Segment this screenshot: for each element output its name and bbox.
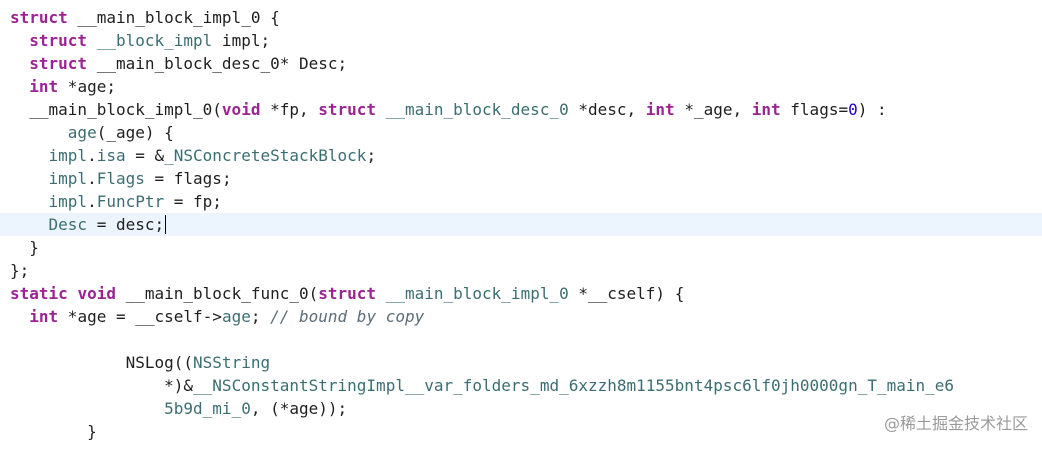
code-token: int	[645, 100, 675, 119]
code-token: Flags	[96, 169, 145, 188]
code-token	[10, 169, 49, 188]
code-token: int	[29, 307, 59, 326]
code-line[interactable]: static void __main_block_func_0(struct _…	[0, 282, 1042, 305]
code-line[interactable]: age(_age) {	[0, 121, 1042, 144]
code-line[interactable]: Desc = desc;	[0, 213, 1042, 236]
code-token: __main_block_desc_0* Desc;	[87, 54, 348, 73]
code-line[interactable]: }	[0, 420, 1042, 443]
code-token: }	[10, 422, 97, 441]
code-token: __main_block_impl_0 {	[67, 8, 280, 27]
code-line[interactable]: int *age;	[0, 75, 1042, 98]
code-token: *desc,	[568, 100, 646, 119]
code-token: .	[87, 169, 97, 188]
code-token: , (*age));	[250, 399, 348, 418]
code-token: *)&	[10, 376, 194, 395]
code-line[interactable]: *)&__NSConstantStringImpl__var_folders_m…	[0, 374, 1042, 397]
code-token: 5b9d_mi_0	[164, 399, 251, 418]
code-token: __main_block_impl_0	[385, 284, 569, 303]
code-token: isa	[96, 146, 126, 165]
code-token: struct	[318, 100, 377, 119]
code-token	[10, 399, 164, 418]
code-token: = fp;	[164, 192, 222, 211]
code-token: .	[87, 192, 97, 211]
code-token: struct	[318, 284, 377, 303]
code-token	[10, 77, 29, 96]
code-token: struct	[29, 54, 88, 73]
code-line[interactable]: NSLog((NSString	[0, 351, 1042, 374]
code-token: age	[67, 123, 97, 142]
code-token: *fp,	[260, 100, 319, 119]
text-cursor	[165, 215, 167, 234]
code-token: void	[221, 100, 261, 119]
code-token: impl	[48, 192, 88, 211]
code-token: __NSConstantStringImpl__var_folders_md_6…	[193, 376, 955, 395]
code-line[interactable]: impl.FuncPtr = fp;	[0, 190, 1042, 213]
code-token: void	[77, 284, 116, 303]
code-line[interactable]	[0, 328, 1042, 351]
code-line[interactable]: impl.Flags = flags;	[0, 167, 1042, 190]
code-token: __block_impl	[96, 31, 213, 50]
code-token: impl	[48, 169, 88, 188]
code-line[interactable]: struct __main_block_impl_0 {	[0, 6, 1042, 29]
code-token: = desc;	[87, 215, 165, 234]
code-token	[10, 31, 29, 50]
code-token	[10, 123, 68, 142]
watermark-text: @稀土掘金技术社区	[883, 414, 1028, 433]
code-line[interactable]: __main_block_impl_0(void *fp, struct __m…	[0, 98, 1042, 121]
code-token: _NSConcreteStackBlock	[164, 146, 367, 165]
code-token: NSLog((	[10, 353, 194, 372]
code-token: NSString	[193, 353, 271, 372]
code-token: ;	[366, 146, 377, 165]
code-line[interactable]: struct __main_block_desc_0* Desc;	[0, 52, 1042, 75]
code-token	[68, 284, 78, 303]
code-token: int	[751, 100, 781, 119]
code-token: *__cself) {	[568, 284, 685, 303]
code-token	[376, 284, 386, 303]
code-token	[10, 307, 29, 326]
code-token: flags=	[780, 100, 849, 119]
code-token	[10, 215, 49, 234]
code-token: ) :	[857, 100, 887, 119]
code-token: }	[10, 238, 39, 257]
code-line[interactable]: 5b9d_mi_0, (*age));	[0, 397, 1042, 420]
code-token: = &	[125, 146, 165, 165]
code-token: impl;	[212, 31, 271, 50]
code-token: 0	[848, 100, 858, 119]
code-token: Desc	[48, 215, 88, 234]
code-token: .	[87, 146, 97, 165]
code-token: __main_block_desc_0	[385, 100, 569, 119]
code-token	[10, 54, 29, 73]
code-token: // bound by copy	[270, 307, 425, 326]
code-token: age	[221, 307, 251, 326]
code-token	[87, 31, 97, 50]
code-token: struct	[10, 8, 68, 27]
code-token: impl	[48, 146, 88, 165]
code-token	[10, 146, 49, 165]
code-token: struct	[29, 31, 88, 50]
code-token: = flags;	[144, 169, 232, 188]
code-line[interactable]: struct __block_impl impl;	[0, 29, 1042, 52]
code-token: *_age,	[674, 100, 752, 119]
code-token: ;	[250, 307, 271, 326]
code-token: *age = __cself->	[58, 307, 222, 326]
code-line[interactable]: };	[0, 259, 1042, 282]
code-line[interactable]: impl.isa = &_NSConcreteStackBlock;	[0, 144, 1042, 167]
code-line[interactable]: }	[0, 236, 1042, 259]
code-token	[10, 192, 49, 211]
code-token: *age;	[58, 77, 116, 96]
code-token: FuncPtr	[96, 192, 165, 211]
code-token: };	[10, 261, 30, 280]
code-token: int	[29, 77, 59, 96]
code-token	[376, 100, 386, 119]
code-token: __main_block_func_0(	[115, 284, 319, 303]
code-token: (_age) {	[96, 123, 174, 142]
code-token: __main_block_impl_0(	[10, 100, 222, 119]
code-token: static	[10, 284, 68, 303]
code-line[interactable]: int *age = __cself->age; // bound by cop…	[0, 305, 1042, 328]
